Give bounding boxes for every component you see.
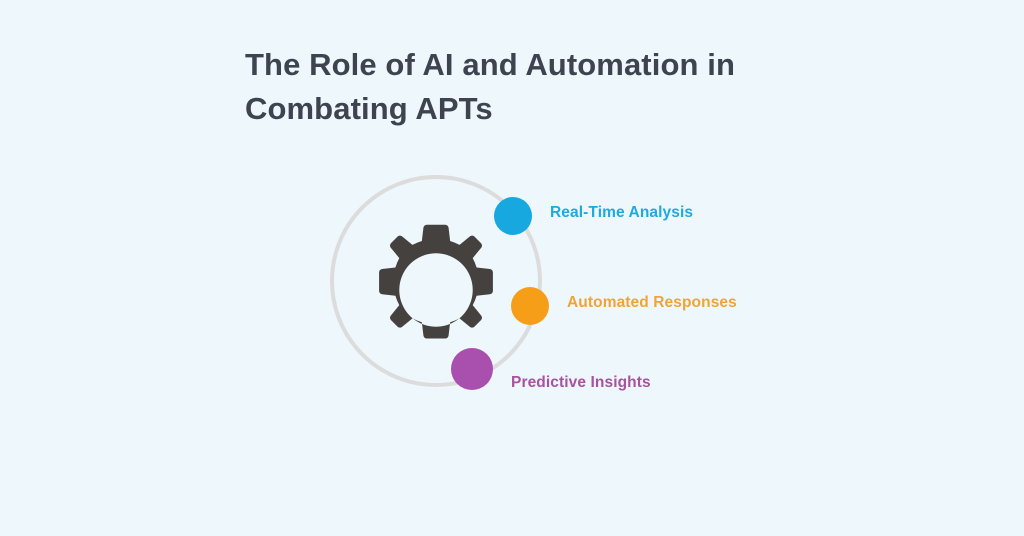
node-label-real-time-analysis: Real-Time Analysis: [550, 204, 694, 221]
orange-dot-icon: [511, 287, 549, 325]
page-title-line-2: Combating APTs: [245, 91, 493, 126]
page-title: The Role of AI and Automation in Combati…: [245, 43, 805, 131]
blue-dot-icon: [494, 197, 532, 235]
node-predictive-insights[interactable]: Predictive Insights: [451, 348, 651, 391]
node-label-automated-responses: Automated Responses: [567, 294, 737, 311]
gear-icon: [368, 222, 504, 358]
page-title-line-1: The Role of AI and Automation in: [245, 47, 735, 82]
gear-orbit-diagram: Real-Time Analysis Automated Responses P…: [300, 150, 860, 440]
purple-dot-icon: [451, 348, 493, 390]
orbit-ring: [330, 175, 542, 387]
node-label-predictive-insights: Predictive Insights: [511, 374, 651, 391]
node-automated-responses[interactable]: Automated Responses: [511, 287, 737, 325]
node-real-time-analysis[interactable]: Real-Time Analysis: [494, 197, 693, 235]
